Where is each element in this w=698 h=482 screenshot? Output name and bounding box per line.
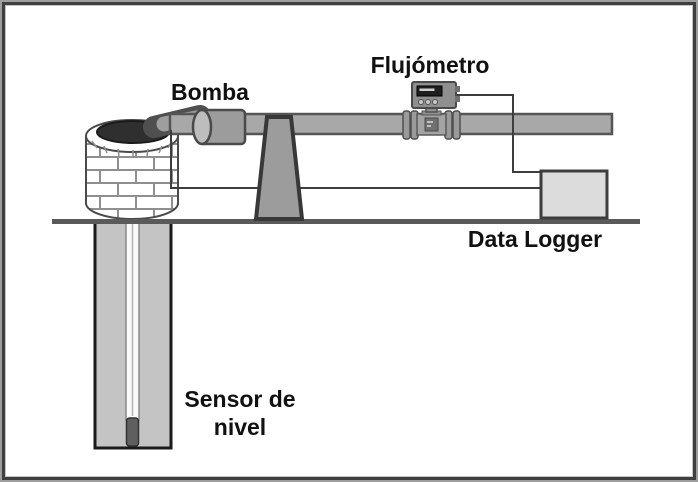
flowmeter-label: Flujómetro	[370, 52, 490, 78]
data-logger-label: Data Logger	[467, 226, 603, 252]
level-sensor-label-line2: nivel	[213, 413, 267, 440]
flowmeter-device	[402, 81, 461, 140]
sensor-cable	[170, 130, 541, 189]
level-sensor-label-line1: Sensor de	[184, 386, 296, 412]
level-sensor-probe	[125, 417, 140, 447]
flowmeter-cable	[457, 94, 541, 173]
pump-label: Bomba	[171, 79, 249, 105]
pump	[191, 108, 247, 146]
well	[85, 119, 179, 220]
support-column	[253, 115, 305, 221]
data-logger-box	[539, 169, 609, 220]
ground-line	[52, 219, 640, 224]
well-casing	[93, 220, 173, 450]
level-sensor-label: Sensor de nivel	[176, 386, 304, 441]
